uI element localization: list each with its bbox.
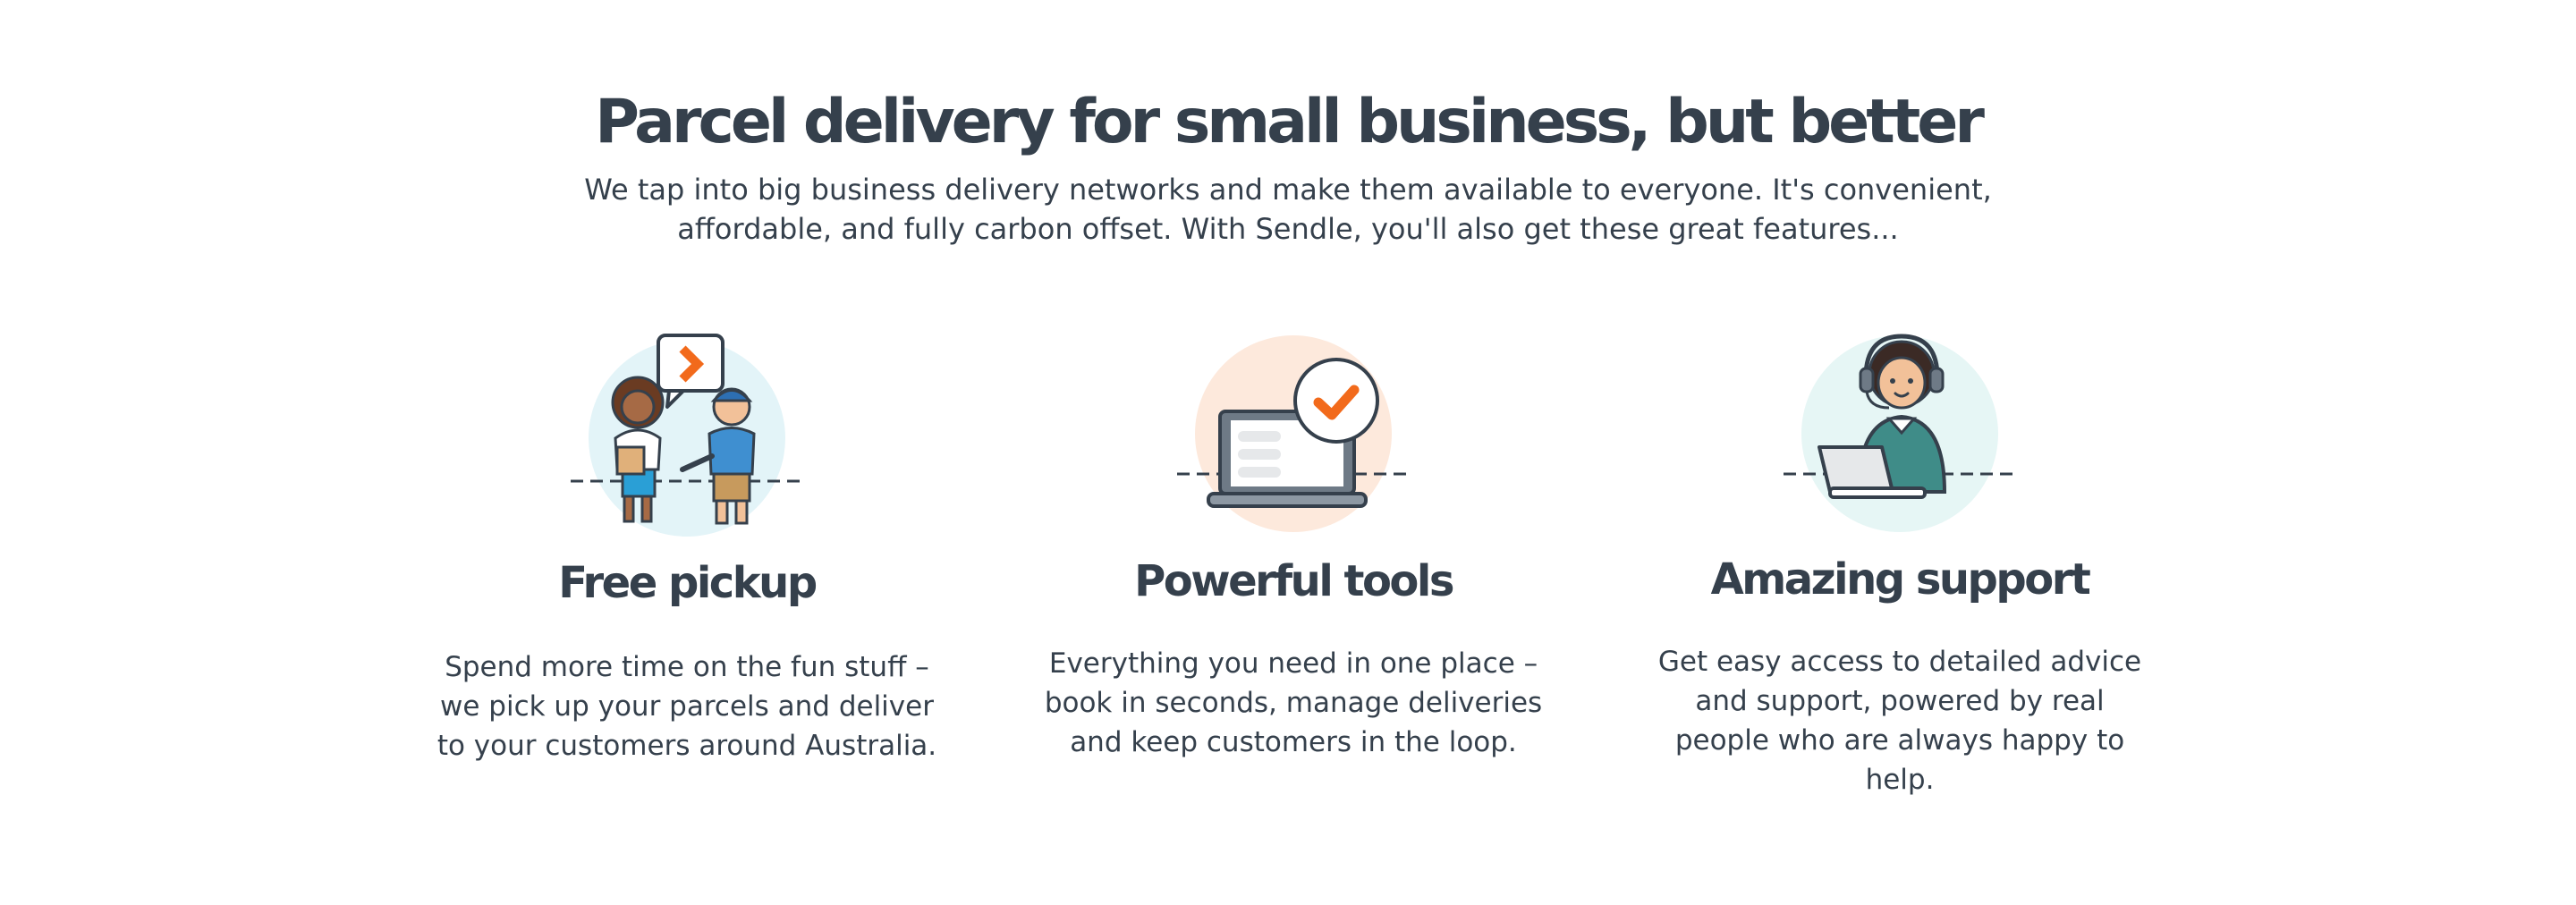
feature-title: Amazing support [1710, 554, 2091, 605]
support-agent-illustration [1784, 334, 2016, 532]
intro-paragraph: We tap into big business delivery networ… [584, 173, 1992, 246]
page-title: Parcel delivery for small business, but … [595, 87, 1985, 157]
courier-handoff-illustration [571, 334, 803, 537]
courier-handoff-icon [401, 322, 973, 537]
feature-description: Spend more time on the fun stuff – we pi… [436, 651, 937, 762]
laptop-checkmark-illustration [1177, 335, 1410, 532]
feature-title: Powerful tools [1134, 556, 1454, 606]
feature-description: Everything you need in one place – book … [1044, 647, 1543, 758]
feature-description: Get easy access to detailed advice and s… [1657, 646, 2142, 796]
support-agent-icon [1614, 322, 2186, 537]
feature-title: Free pickup [558, 558, 818, 608]
laptop-checkmark-icon [1007, 322, 1580, 537]
